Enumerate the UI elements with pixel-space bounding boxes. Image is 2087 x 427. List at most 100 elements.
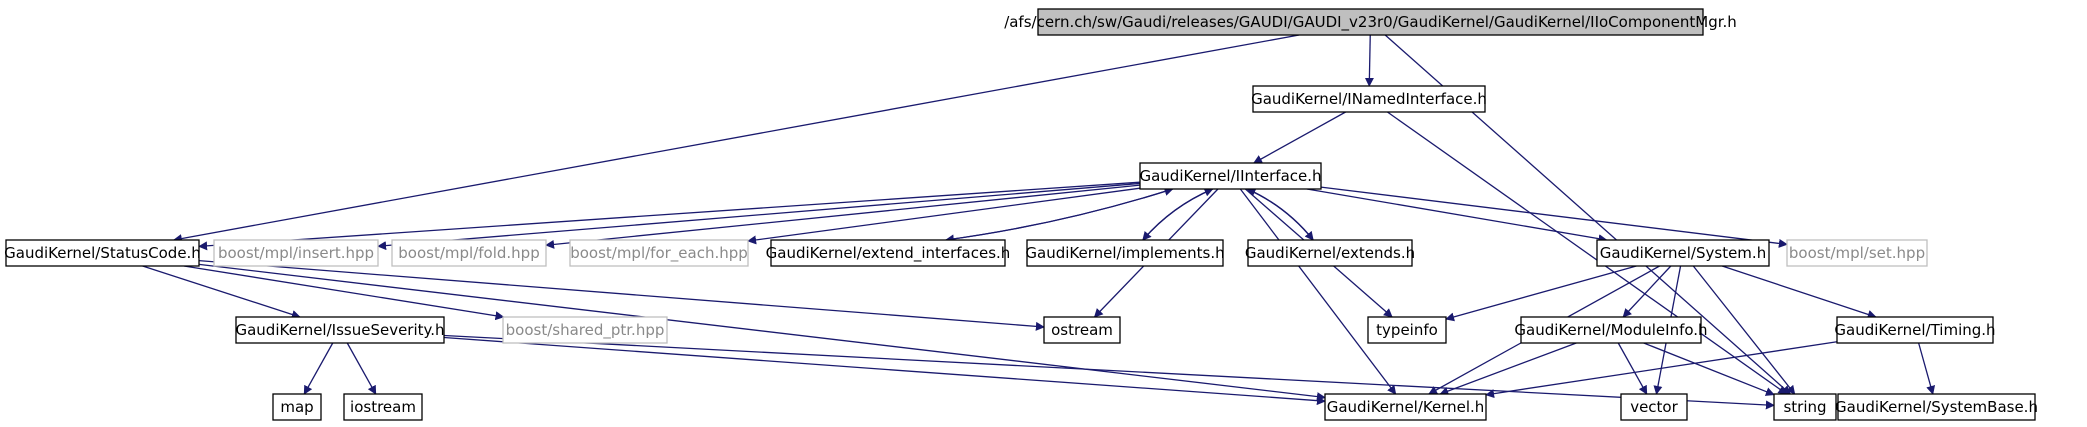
edge-moduleinfo-to-kernel bbox=[1439, 342, 1577, 396]
edge-moduleinfo-to-string bbox=[1643, 342, 1775, 396]
node-issue-box bbox=[235, 316, 445, 344]
edge-system-to-typeinfo bbox=[1445, 265, 1637, 322]
node-typeinfo[interactable]: typeinfo bbox=[1367, 316, 1447, 344]
edge-iinterface-to-system bbox=[1306, 188, 1608, 244]
node-issue[interactable]: GaudiKernel/IssueSeverity.h bbox=[235, 316, 445, 344]
edge-inamed-to-iinterface bbox=[1253, 111, 1346, 164]
node-ostream-box bbox=[1043, 316, 1121, 344]
edge-root-to-inamed bbox=[1364, 34, 1374, 87]
node-fold-label: boost/mpl/fold.hpp bbox=[398, 244, 539, 262]
node-inamed-label: GaudiKernel/INamedInterface.h bbox=[1251, 90, 1487, 108]
edge-statuscode-to-ostream bbox=[198, 259, 1045, 331]
node-moduleinfo[interactable]: GaudiKernel/ModuleInfo.h bbox=[1514, 316, 1708, 344]
node-iostream[interactable]: iostream bbox=[343, 393, 423, 421]
node-mplset-label: boost/mpl/set.hpp bbox=[1789, 244, 1925, 262]
edge-iinterface-to-fold bbox=[545, 184, 1141, 249]
node-implements-box bbox=[1026, 239, 1224, 267]
node-mplset-box bbox=[1786, 239, 1928, 267]
node-map-box bbox=[272, 393, 322, 421]
node-system[interactable]: GaudiKernel/System.h bbox=[1596, 239, 1770, 267]
node-mplset: boost/mpl/set.hpp bbox=[1786, 239, 1928, 267]
node-timing-box bbox=[1836, 316, 1994, 344]
node-root-label: /afs/cern.ch/sw/Gaudi/releases/GAUDI/GAU… bbox=[1004, 13, 1737, 32]
node-string-label: string bbox=[1783, 398, 1826, 416]
edge-system-to-moduleinfo bbox=[1622, 265, 1672, 318]
edge-issue-to-iostream bbox=[346, 342, 377, 395]
node-sysbase-box bbox=[1837, 393, 2036, 421]
edge-moduleinfo-to-vector bbox=[1617, 342, 1648, 395]
node-implements-label: GaudiKernel/implements.h bbox=[1025, 244, 1224, 262]
node-ostream-label: ostream bbox=[1051, 321, 1113, 339]
node-inamed[interactable]: GaudiKernel/INamedInterface.h bbox=[1251, 85, 1487, 113]
node-vector[interactable]: vector bbox=[1620, 393, 1688, 421]
edge-extendif-to-iinterface bbox=[945, 187, 1174, 241]
node-extends[interactable]: GaudiKernel/extends.h bbox=[1245, 239, 1415, 267]
edge-iinterface-to-kernel bbox=[1239, 188, 1397, 395]
node-extendif-box bbox=[770, 239, 1006, 267]
node-inamed-box bbox=[1252, 85, 1486, 113]
node-timing[interactable]: GaudiKernel/Timing.h bbox=[1834, 316, 1996, 344]
edge-statuscode-to-issue bbox=[142, 265, 301, 319]
node-implements[interactable]: GaudiKernel/implements.h bbox=[1025, 239, 1225, 267]
edge-iinterface-to-insert bbox=[377, 182, 1141, 251]
node-foreach: boost/mpl/for_each.hpp bbox=[569, 239, 749, 267]
node-sharedptr-label: boost/shared_ptr.hpp bbox=[506, 321, 665, 340]
node-root[interactable]: /afs/cern.ch/sw/Gaudi/releases/GAUDI/GAU… bbox=[1004, 8, 1737, 36]
node-iinterface[interactable]: GaudiKernel/IInterface.h bbox=[1139, 162, 1322, 190]
edge-inamed-to-string bbox=[1387, 111, 1788, 395]
edge-iinterface-to-foreach bbox=[747, 187, 1141, 245]
node-map-label: map bbox=[280, 398, 313, 416]
node-sysbase[interactable]: GaudiKernel/SystemBase.h bbox=[1835, 393, 2038, 421]
edge-iinterface-to-mplset bbox=[1320, 186, 1788, 248]
node-insert-box bbox=[213, 239, 379, 267]
node-extends-box bbox=[1247, 239, 1413, 267]
edge-implements-to-iinterface bbox=[1142, 188, 1214, 241]
node-sharedptr: boost/shared_ptr.hpp bbox=[502, 316, 668, 344]
node-timing-label: GaudiKernel/Timing.h bbox=[1834, 321, 1995, 339]
node-ostream[interactable]: ostream bbox=[1043, 316, 1121, 344]
node-map[interactable]: map bbox=[272, 393, 322, 421]
edge-system-to-timing bbox=[1721, 265, 1877, 319]
node-kernel-box bbox=[1324, 393, 1487, 421]
edges-layer bbox=[142, 34, 1936, 410]
node-extendif[interactable]: GaudiKernel/extend_interfaces.h bbox=[766, 239, 1011, 267]
node-moduleinfo-box bbox=[1520, 316, 1702, 344]
node-moduleinfo-label: GaudiKernel/ModuleInfo.h bbox=[1514, 321, 1707, 339]
node-root-box bbox=[1037, 8, 1704, 36]
node-foreach-label: boost/mpl/for_each.hpp bbox=[570, 244, 748, 263]
node-foreach-box bbox=[569, 239, 749, 267]
node-fold: boost/mpl/fold.hpp bbox=[391, 239, 547, 267]
node-string-box bbox=[1773, 393, 1837, 421]
edge-issue-to-string bbox=[443, 334, 1775, 410]
node-statuscode[interactable]: GaudiKernel/StatusCode.h bbox=[4, 239, 201, 267]
node-extendif-label: GaudiKernel/extend_interfaces.h bbox=[766, 244, 1011, 263]
edge-root-to-string bbox=[1384, 34, 1792, 395]
edge-issue-to-map bbox=[303, 342, 334, 395]
nodes-layer: /afs/cern.ch/sw/Gaudi/releases/GAUDI/GAU… bbox=[4, 8, 2038, 421]
edge-iinterface-to-statuscode bbox=[198, 181, 1141, 251]
node-fold-box bbox=[391, 239, 547, 267]
node-string[interactable]: string bbox=[1773, 393, 1837, 421]
edge-root-to-statuscode bbox=[172, 34, 1300, 243]
edge-iinterface-to-implements bbox=[1142, 188, 1213, 241]
node-iinterface-label: GaudiKernel/IInterface.h bbox=[1139, 167, 1321, 185]
node-vector-label: vector bbox=[1630, 398, 1678, 416]
node-iostream-box bbox=[343, 393, 423, 421]
edge-timing-to-sysbase bbox=[1918, 342, 1936, 395]
edge-timing-to-kernel bbox=[1485, 341, 1838, 399]
edge-statuscode-to-sharedptr bbox=[183, 265, 505, 321]
node-statuscode-label: GaudiKernel/StatusCode.h bbox=[4, 244, 201, 262]
node-extends-label: GaudiKernel/extends.h bbox=[1245, 244, 1415, 262]
node-iinterface-box bbox=[1139, 162, 1322, 190]
node-system-label: GaudiKernel/System.h bbox=[1600, 244, 1766, 262]
edge-issue-to-kernel bbox=[443, 336, 1326, 406]
edge-system-to-string bbox=[1692, 265, 1796, 395]
node-kernel[interactable]: GaudiKernel/Kernel.h bbox=[1324, 393, 1487, 421]
node-kernel-label: GaudiKernel/Kernel.h bbox=[1327, 398, 1485, 416]
edge-iinterface-to-extends bbox=[1247, 188, 1314, 241]
node-iostream-label: iostream bbox=[350, 398, 416, 416]
node-issue-label: GaudiKernel/IssueSeverity.h bbox=[235, 321, 444, 339]
node-vector-box bbox=[1620, 393, 1688, 421]
edge-statuscode-to-kernel bbox=[198, 263, 1326, 402]
node-sharedptr-box bbox=[502, 316, 668, 344]
